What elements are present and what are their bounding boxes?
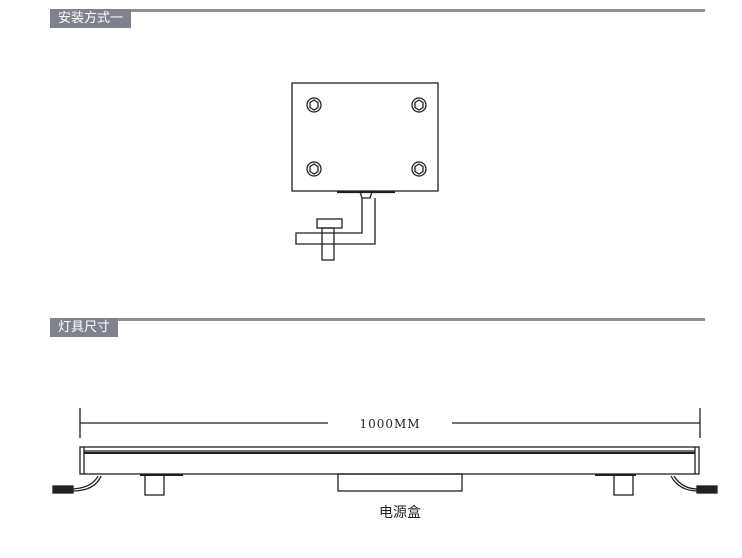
- power-box-label: 电源盒: [379, 504, 421, 521]
- length-label: 1000MM: [359, 417, 420, 431]
- screw-icon: [306, 97, 427, 177]
- section-header-dimensions: 灯具尺寸: [50, 318, 705, 338]
- section-divider: [50, 9, 705, 12]
- light-bar-drawing: [52, 446, 718, 496]
- section-title-install: 安装方式一: [50, 9, 132, 28]
- mount-foot-left: [140, 474, 183, 496]
- power-box: [337, 473, 463, 492]
- section-title-dimensions: 灯具尺寸: [50, 318, 119, 337]
- mounting-bracket-drawing: [291, 82, 439, 261]
- cable-right: [670, 475, 718, 494]
- cable-left: [52, 475, 102, 494]
- mount-foot-right: [595, 474, 636, 496]
- dimension-line: [79, 408, 701, 438]
- section-header-install: 安装方式一: [50, 9, 705, 29]
- section-divider: [50, 318, 705, 321]
